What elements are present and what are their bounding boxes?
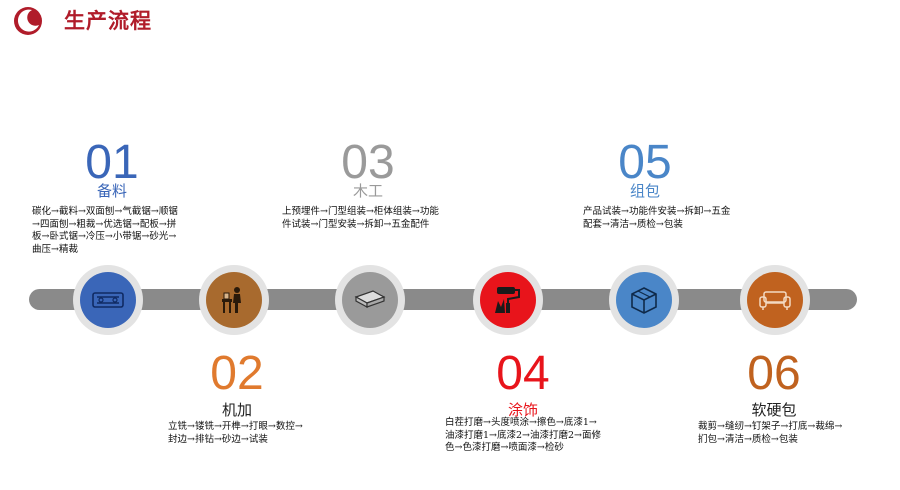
step-number-06: 06 <box>747 347 801 400</box>
step-number-02: 02 <box>210 347 264 400</box>
step-description-05: 产品试装→功能件安装→拆卸→五金配套→清洁→质检→包装 <box>583 206 731 230</box>
sofa-icon <box>747 272 803 328</box>
step-node-04[interactable] <box>473 265 543 335</box>
step-description-03: 上预埋件→门型组装→柜体组装→功能件试装→门型安装→拆卸→五金配件 <box>282 206 439 230</box>
step-name-03: 木工 <box>352 182 383 200</box>
worker-icon <box>206 272 262 328</box>
timeline-bar <box>29 289 857 310</box>
step-number-01: 01 <box>85 136 139 189</box>
step-node-01[interactable] <box>73 265 143 335</box>
page-title: 生产流程 <box>64 9 152 33</box>
paint-roller-icon <box>480 272 536 328</box>
box-icon <box>616 272 672 328</box>
board-icon <box>342 272 398 328</box>
step-node-02[interactable] <box>199 265 269 335</box>
machine-icon <box>80 272 136 328</box>
step-name-05: 组包 <box>629 182 660 200</box>
step-name-01: 备料 <box>96 182 127 200</box>
step-number-05: 05 <box>618 136 672 189</box>
step-description-02: 立铣→镂铣→开榫→打眼→数控→封边→排钻→砂边→试装 <box>168 421 303 445</box>
step-description-04: 白茬打磨→头度喷涂→擦色→底漆1→油漆打磨1→底漆2→油漆打磨2→面修色→色漆打… <box>445 417 602 453</box>
step-name-02: 机加 <box>221 401 252 419</box>
step-name-04: 涂饰 <box>507 401 538 419</box>
step-number-03: 03 <box>341 136 395 189</box>
step-number-04: 04 <box>496 347 550 400</box>
step-description-06: 裁剪→缝纫→钉架子→打底→裁绵→扪包→清洁→质检→包装 <box>698 421 843 445</box>
step-name-06: 软硬包 <box>751 401 797 419</box>
step-description-01: 碳化→截料→双面刨→气截锯→顺锯→四面刨→粗裁→优选锯→配板→拼板→卧式锯→冷压… <box>32 206 178 255</box>
company-logo <box>14 7 42 35</box>
step-node-05[interactable] <box>609 265 679 335</box>
step-node-06[interactable] <box>740 265 810 335</box>
step-node-03[interactable] <box>335 265 405 335</box>
